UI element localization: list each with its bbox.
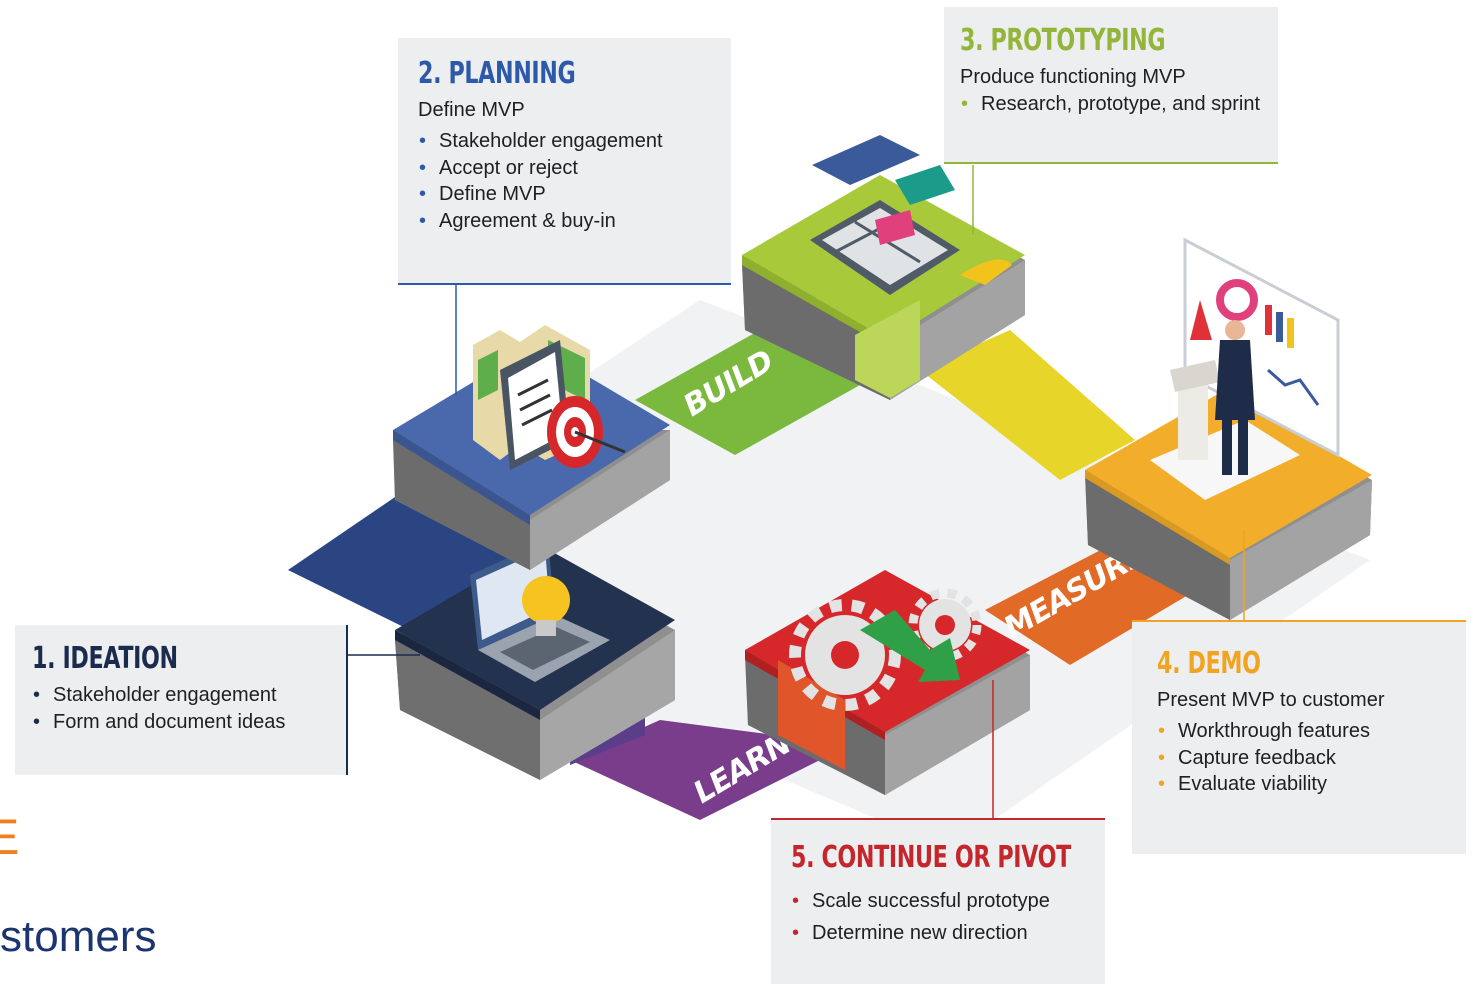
list-item: •Define MVP — [419, 183, 546, 205]
card-continue: 5. CONTINUE OR PIVOT •Scale successful p… — [771, 818, 1105, 984]
list-item: •Stakeholder engagement — [33, 684, 277, 706]
path-learn — [570, 720, 850, 820]
list-item: •Stakeholder engagement — [419, 130, 663, 152]
card-list-demo: •Workthrough features •Capture feedback … — [1157, 718, 1466, 798]
connector-lines — [348, 165, 1245, 818]
list-item: •Form and document ideas — [33, 710, 286, 733]
list-item: •Research, prototype, and sprint — [961, 93, 1261, 115]
target-icon — [547, 396, 626, 468]
list-item: •Agreement & buy-in — [419, 209, 616, 232]
list-item: •Accept or reject — [419, 156, 578, 179]
card-list-planning: •Stakeholder engagement •Accept or rejec… — [418, 128, 731, 234]
list-item: •Evaluate viability — [1158, 773, 1327, 795]
list-item: •Scale successful prototype — [792, 890, 1050, 912]
lightbulb-icon — [522, 576, 570, 636]
card-ideation: 1. IDEATION •Stakeholder engagement •For… — [15, 625, 348, 775]
card-title-prototyping: 3. PROTOTYPING — [960, 23, 1166, 58]
card-title-planning: 2. PLANNING — [418, 56, 576, 91]
card-list-continue: •Scale successful prototype •Determine n… — [791, 885, 1105, 949]
card-planning: 2. PLANNING Define MVP •Stakeholder enga… — [398, 38, 731, 285]
blueprint-icon — [810, 135, 1012, 295]
dashboard-icon — [1183, 237, 1340, 458]
block-prototyping — [742, 175, 1025, 400]
card-title-demo: 4. DEMO — [1157, 646, 1261, 681]
cropped-customers-text: stomers — [0, 912, 157, 961]
card-subtitle-prototyping: Produce functioning MVP — [960, 66, 1186, 88]
list-item: •Workthrough features — [1158, 720, 1370, 742]
card-list-ideation: •Stakeholder engagement •Form and docume… — [32, 682, 346, 735]
card-demo: 4. DEMO Present MVP to customer •Workthr… — [1132, 620, 1466, 854]
presenter-icon — [1170, 320, 1255, 475]
card-list-prototyping: •Research, prototype, and sprint — [960, 91, 1278, 118]
path-prototype-demo — [920, 330, 1135, 480]
card-subtitle-planning: Define MVP — [418, 99, 525, 121]
card-prototyping: 3. PROTOTYPING Produce functioning MVP •… — [944, 7, 1278, 164]
list-item: •Determine new direction — [792, 922, 1028, 944]
card-title-continue: 5. CONTINUE OR PIVOT — [791, 840, 1071, 875]
path-build — [635, 330, 860, 455]
gear-icon — [789, 588, 982, 711]
cropped-orange-letter: E — [0, 809, 20, 865]
card-title-ideation: 1. IDEATION — [32, 641, 178, 676]
list-item: •Capture feedback — [1158, 746, 1336, 769]
card-subtitle-demo: Present MVP to customer — [1157, 689, 1385, 711]
arrow-icon — [860, 610, 960, 682]
